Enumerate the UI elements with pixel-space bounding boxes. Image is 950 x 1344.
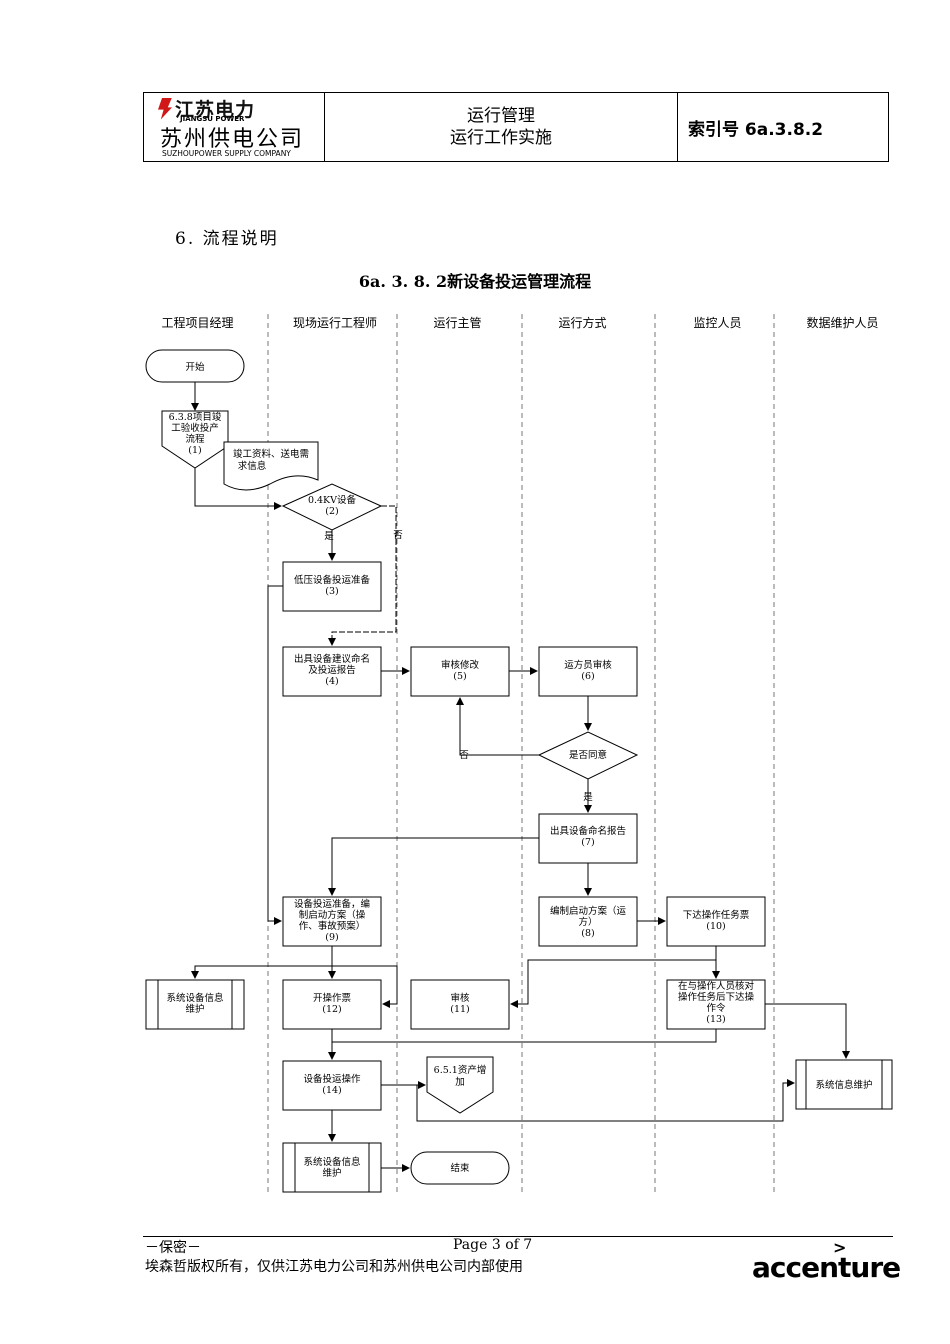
node-4-line3: (4) (325, 676, 338, 687)
node-14-line2: (14) (322, 1085, 342, 1096)
node-10-line2: (10) (706, 921, 726, 932)
agree-decision (537, 731, 639, 780)
no-label-agree: 否 (459, 750, 469, 761)
node-7-line1: 出具设备命名报告 (550, 825, 626, 837)
footer-divider (143, 1236, 893, 1237)
node-5-line1: 审核修改 (441, 659, 480, 671)
system-device-info-a (145, 979, 245, 1030)
accenture-mark-icon: > (833, 1238, 847, 1257)
node-5-line2: (5) (453, 671, 466, 682)
node-1-line4: (1) (188, 445, 201, 456)
doc-line2: 求信息 (238, 460, 267, 472)
end-terminal (410, 1151, 510, 1185)
node-5 (410, 646, 510, 697)
node-12 (282, 979, 382, 1030)
header-table: 江苏电力 JIANGSU POWER 苏州供电公司 SUZHOUPOWER SU… (143, 92, 889, 162)
yes-label-agree: 是 (583, 792, 593, 803)
asset-line1: 6.5.1资产增 (434, 1064, 487, 1076)
node-14 (282, 1060, 382, 1111)
header-title-line2: 运行工作实施 (450, 128, 552, 148)
node-2-line1: 0.4KV设备 (308, 494, 357, 506)
node-8-line3: (8) (581, 928, 594, 939)
node-8 (538, 896, 638, 947)
node-9-line3: 作、事故预案） (299, 920, 366, 932)
lane-supervisor: 运行主管 (433, 316, 482, 330)
lane-project-manager: 工程项目经理 (161, 316, 234, 330)
node-13-line3: 作令 (706, 1002, 726, 1014)
lane-monitoring: 监控人员 (693, 316, 742, 330)
section-title: 6. 流程说明 (175, 229, 279, 249)
node-1-connector (161, 410, 229, 469)
logo-text-main: 苏州供电公司 (160, 127, 305, 152)
node-4 (282, 646, 382, 697)
node-1-line1: 6.3.8项目竣 (169, 411, 222, 423)
index-number: 索引号 6a.3.8.2 (688, 119, 824, 140)
system-info-label: 系统信息维护 (815, 1079, 872, 1091)
node-12-line1: 开操作票 (313, 992, 352, 1004)
agree-label: 是否同意 (569, 749, 607, 761)
node-13-line2: 操作任务后下达操 (678, 991, 755, 1003)
node-2-line2: (2) (325, 506, 338, 517)
node-11-line2: (11) (450, 1004, 470, 1015)
end-label: 结束 (450, 1162, 470, 1174)
node-6 (538, 646, 638, 697)
asset-line2: 加 (455, 1077, 465, 1088)
node-1-line3: 流程 (185, 433, 205, 445)
logo-en-top: JIANGSU POWER (180, 115, 245, 123)
node-6-line2: (6) (581, 671, 594, 682)
node-3 (282, 561, 382, 612)
node-13-line4: (13) (706, 1014, 726, 1025)
node-4-line1: 出具设备建议命名 (294, 653, 370, 665)
node-1-line2: 工验收投产 (171, 422, 219, 434)
accenture-logo: accenture (752, 1251, 901, 1284)
header-title-line1: 运行管理 (467, 106, 535, 126)
node-7-line2: (7) (581, 837, 594, 848)
lane-operation-mode: 运行方式 (558, 316, 607, 330)
node-13 (666, 979, 766, 1030)
node-8-line2: 方） (578, 916, 597, 928)
node-14-line1: 设备投运操作 (303, 1073, 361, 1085)
node-3-line2: (3) (325, 586, 338, 597)
start-label: 开始 (185, 361, 205, 373)
document-shape (223, 441, 319, 491)
doc-line1: 竣工资料、送电需 (233, 448, 309, 460)
header-title: 运行管理 运行工作实施 (325, 93, 678, 161)
system-device-info-a-line1: 系统设备信息 (166, 992, 223, 1004)
node-11 (410, 979, 510, 1030)
system-device-info-b-line2: 维护 (322, 1167, 341, 1179)
node-9-line2: 制启动方案（操 (299, 909, 366, 921)
lane-dividers (267, 314, 775, 1192)
node-8-line1: 编制启动方案（运 (550, 905, 627, 917)
node-3-line1: 低压设备投运准备 (294, 574, 371, 586)
asset-connector (426, 1056, 494, 1114)
chart-title: 6a. 3. 8. 2新设备投运管理流程 (358, 272, 592, 291)
node-10 (666, 896, 766, 947)
footer-confidential: －保密－ (145, 1240, 201, 1256)
node-9-line1: 设备投运准备，编 (294, 898, 370, 910)
system-info-maintenance (795, 1059, 893, 1110)
node-4-line2: 及投运报告 (308, 664, 356, 676)
node-13-line1: 在与操作人员核对 (678, 980, 755, 992)
no-label-2: 否 (393, 530, 403, 541)
node-11-line1: 审核 (450, 992, 470, 1004)
node-6-line1: 运方员审核 (564, 659, 612, 671)
logo-text-top: 江苏电力 (175, 99, 256, 121)
company-logo: 江苏电力 JIANGSU POWER 苏州供电公司 SUZHOUPOWER SU… (144, 93, 325, 161)
node-9 (282, 896, 382, 947)
lane-data-maintenance: 数据维护人员 (806, 316, 879, 330)
lane-field-engineer: 现场运行工程师 (292, 316, 377, 330)
footer-copyright: 埃森哲版权所有，仅供江苏电力公司和苏州供电公司内部使用 (145, 1259, 523, 1275)
node-9-line4: (9) (325, 932, 338, 943)
node-12-line2: (12) (322, 1004, 342, 1015)
footer-page: Page 3 of 7 (453, 1237, 533, 1253)
logo-en-bottom: SUZHOUPOWER SUPPLY COMPANY (162, 149, 291, 158)
node-10-line1: 下达操作任务票 (683, 909, 750, 921)
system-device-info-a-line2: 维护 (185, 1003, 204, 1015)
system-device-info-b-line1: 系统设备信息 (303, 1156, 360, 1168)
connector-lines (191, 382, 850, 1172)
yes-label-2: 是 (324, 531, 334, 542)
